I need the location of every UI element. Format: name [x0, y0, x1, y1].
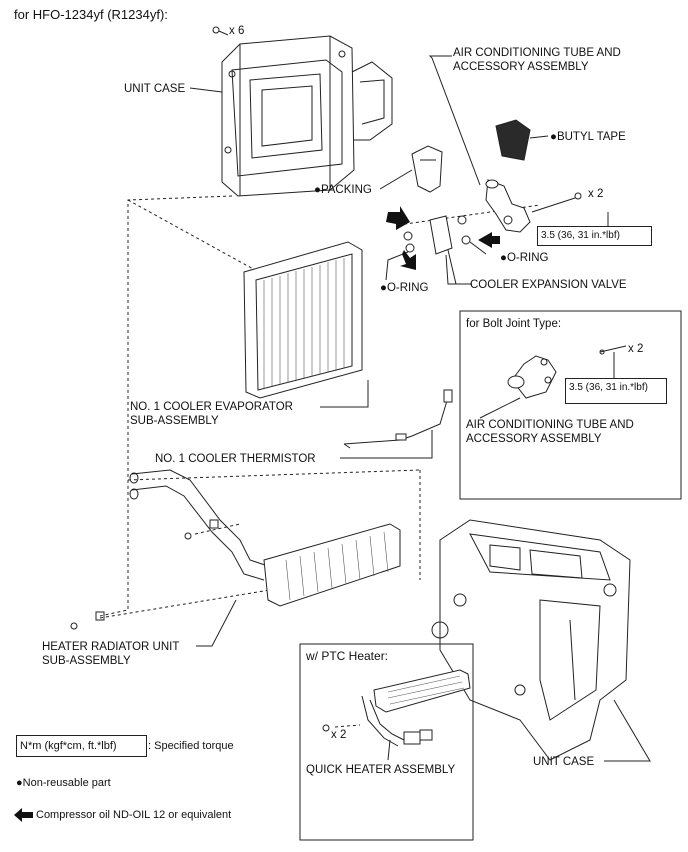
- heater-label-line1: HEATER RADIATOR UNIT: [42, 641, 180, 653]
- cooler-expansion-valve-label: COOLER EXPANSION VALVE: [470, 279, 627, 291]
- quick-heater-label: QUICK HEATER ASSEMBLY: [306, 764, 456, 776]
- clip-drawing: [95, 611, 105, 621]
- packing-drawing: [411, 145, 443, 193]
- ac-tube-label-line2: ACCESSORY ASSEMBLY: [453, 61, 589, 73]
- oil-arrow-icon: [478, 232, 500, 248]
- o-ring-4: [461, 235, 471, 245]
- heater-label-line2: SUB-ASSEMBLY: [42, 655, 131, 667]
- o-ring-2: [405, 243, 415, 253]
- oil-arrow-icon: [386, 206, 410, 230]
- unit-case-top-drawing: [221, 35, 393, 197]
- bolt-joint-torque-box: 3.5 (36, 31 in.*lbf): [565, 378, 667, 404]
- ptc-x2-label: x 2: [331, 729, 347, 741]
- screw-x6-drawing: [212, 26, 229, 36]
- oil-arrows: [386, 206, 500, 270]
- bolt-joint-frame: [459, 310, 682, 500]
- torque-top-box: 3.5 (36, 31 in.*lbf): [537, 226, 652, 246]
- packing-label: ●PACKING: [314, 184, 372, 196]
- o-ring-right-label: ●O-RING: [500, 252, 549, 264]
- legend-torque-desc: : Specified torque: [148, 740, 234, 752]
- bolt-joint-tube-line1: AIR CONDITIONING TUBE AND: [466, 419, 634, 431]
- bolt-joint-drawing: [507, 345, 627, 399]
- unit-case-bottom-label: UNIT CASE: [533, 756, 595, 768]
- evaporator-drawing: [243, 241, 363, 399]
- thermistor-label: NO. 1 COOLER THERMISTOR: [155, 453, 316, 465]
- evaporator-label-line2: SUB-ASSEMBLY: [130, 415, 219, 427]
- x2-top-label: x 2: [588, 188, 604, 200]
- o-ring-left-label: ●O-RING: [380, 282, 429, 294]
- screw-drawing: [70, 622, 78, 630]
- ptc-heater-frame: [299, 643, 474, 841]
- leader-lines: [189, 55, 651, 762]
- ac-tube-label-line1: AIR CONDITIONING TUBE AND: [453, 47, 621, 59]
- bolt-joint-tube-line2: ACCESSORY ASSEMBLY: [466, 433, 602, 445]
- bolt-joint-x2-label: x 2: [628, 343, 644, 355]
- evaporator-label-line1: NO. 1 COOLER EVAPORATOR: [130, 401, 293, 413]
- bolt-joint-title: for Bolt Joint Type:: [466, 318, 562, 330]
- legend-compressor-oil: Compressor oil ND-OIL 12 or equivalent: [36, 809, 232, 821]
- legend-non-reusable: ●Non-reusable part: [16, 777, 111, 789]
- thermistor-drawing: [343, 389, 453, 449]
- legend-torque-box: N*m (kgf*cm, ft.*lbf): [16, 735, 147, 757]
- x6-label: x 6: [229, 25, 245, 37]
- unit-case-bottom-drawing: [431, 519, 631, 761]
- quick-heater-drawing: [322, 669, 471, 747]
- o-ring-3: [457, 215, 467, 225]
- oil-arrow-icon: [400, 250, 416, 270]
- heater-radiator-drawing: [129, 469, 401, 607]
- ptc-title: w/ PTC Heater:: [306, 649, 389, 663]
- bolt-top-drawing: [531, 192, 582, 213]
- clip-drawing: [209, 519, 219, 529]
- unit-case-top-label: UNIT CASE: [124, 83, 186, 95]
- ac-tube-drawing: [485, 179, 531, 233]
- butyl-tape-drawing: [495, 119, 531, 161]
- compressor-oil-arrow-icon: [14, 808, 33, 822]
- butyl-tape-label: ●BUTYL TAPE: [550, 131, 626, 143]
- expansion-valve-drawing: [429, 215, 453, 255]
- o-ring-1: [403, 231, 413, 241]
- screw-drawing: [184, 532, 192, 540]
- page-title: for HFO-1234yf (R1234yf):: [14, 7, 168, 22]
